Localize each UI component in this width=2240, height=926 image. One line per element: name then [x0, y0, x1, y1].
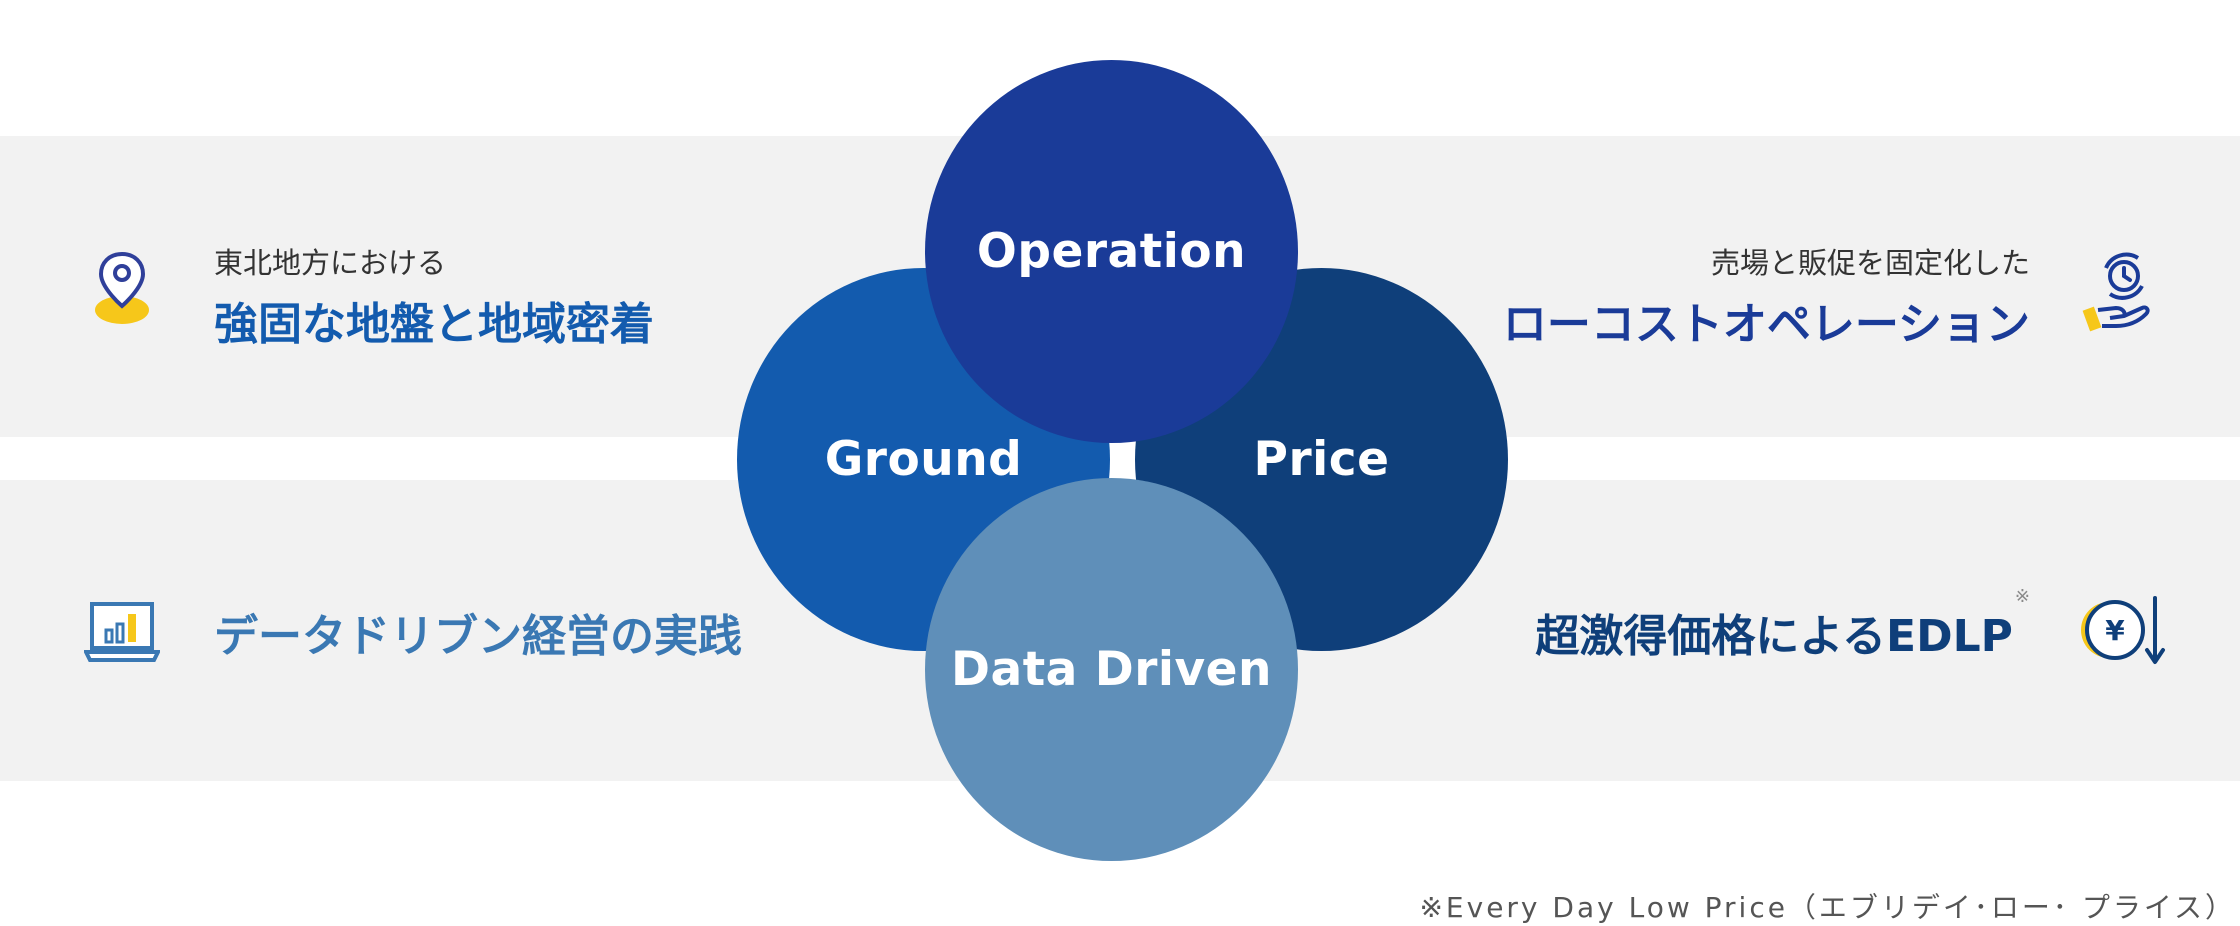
circle-data-driven: Data Driven	[925, 478, 1298, 861]
ground-main-text: 強固な地盤と地域密着	[214, 299, 654, 350]
ground-description: 東北地方における 強固な地盤と地域密着	[214, 240, 654, 352]
price-main-label: 超激得価格によるEDLP	[1535, 611, 2013, 662]
svg-text:¥: ¥	[2105, 614, 2125, 647]
hand-clock-icon	[2080, 250, 2158, 340]
operation-main-text: ローコストオペレーション	[1502, 299, 2030, 350]
circle-price-label: Price	[1253, 432, 1390, 487]
circle-operation: Operation	[925, 60, 1298, 443]
footnote: ※Every Day Low Price（エブリデイ･ロー･ プライス）	[1419, 891, 2236, 924]
circle-data-driven-label: Data Driven	[950, 642, 1273, 697]
price-main-text: 超激得価格によるEDLP※	[1535, 586, 2030, 664]
price-description: 超激得価格によるEDLP※	[1535, 586, 2030, 664]
data-driven-main-text: データドリブン経営の実践	[214, 611, 742, 662]
operation-pre-text: 売場と販促を固定化した	[1710, 246, 2030, 280]
data-driven-description: データドリブン経営の実践	[214, 600, 742, 664]
circle-ground-label: Ground	[824, 432, 1023, 487]
circle-operation-label: Operation	[976, 224, 1247, 279]
laptop-chart-icon	[82, 600, 162, 664]
ground-pre-text: 東北地方における	[214, 246, 447, 280]
map-pin-icon	[92, 246, 152, 326]
operation-description: 売場と販促を固定化した ローコストオペレーション	[1503, 240, 2030, 352]
yen-down-icon: ¥	[2075, 590, 2167, 670]
footnote-mark: ※	[2014, 586, 2030, 607]
